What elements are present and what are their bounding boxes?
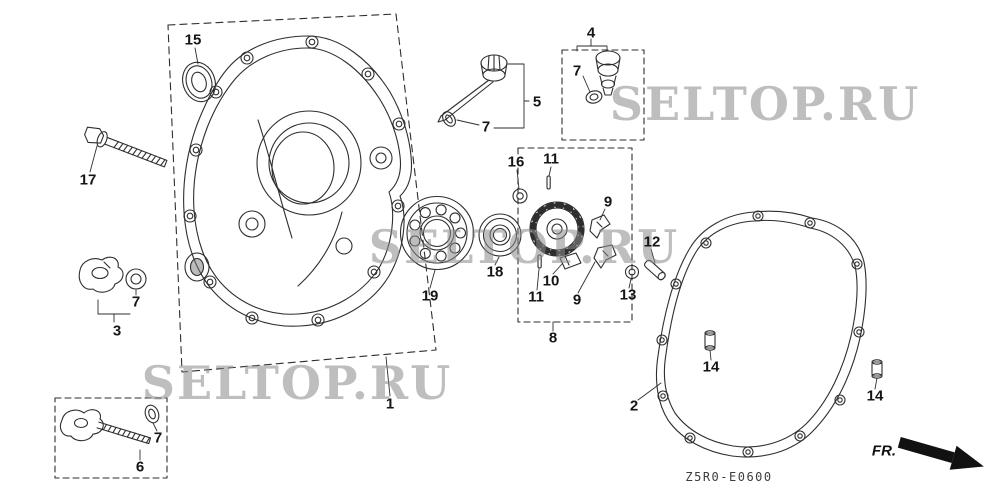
shaft-washer	[624, 264, 640, 280]
callout-7-drain-washer: 7	[153, 429, 163, 447]
callout-14-left: 14	[702, 358, 720, 376]
callout-9-lower: 9	[572, 291, 582, 309]
governor-weight-lower	[593, 244, 617, 269]
dowel-pin-left	[704, 330, 716, 351]
callout-10: 10	[542, 272, 560, 290]
crankcase-cover	[183, 35, 413, 327]
diagram-code: Z5R0-E0600	[685, 470, 773, 484]
group-box-cover	[167, 13, 437, 373]
oil-filler-cap	[595, 50, 621, 96]
callout-4: 4	[586, 24, 596, 42]
callout-14-right: 14	[866, 387, 884, 405]
governor-gear	[529, 201, 585, 257]
callout-3: 3	[112, 322, 122, 340]
callout-18: 18	[486, 263, 504, 281]
oil-filler-cap-washer	[585, 90, 603, 104]
callout-17: 17	[79, 171, 97, 189]
callout-13: 13	[619, 286, 637, 304]
oil-seal	[182, 61, 216, 103]
callout-7-cap-washer: 7	[131, 293, 141, 311]
front-direction-arrow-icon	[897, 436, 984, 470]
gasket-bolt-holes	[656, 210, 865, 458]
callout-2: 2	[629, 397, 639, 415]
governor-pin-lower	[537, 254, 542, 269]
watermark: SELTOP.RU	[609, 77, 921, 131]
callout-12: 12	[643, 233, 661, 251]
callout-8: 8	[548, 329, 558, 347]
callout-7-filler-washer: 7	[572, 62, 582, 80]
radial-bearing	[478, 213, 522, 257]
wing-cap-washer	[125, 268, 147, 290]
front-direction-label: FR.	[871, 442, 897, 460]
callout-9-upper: 9	[603, 193, 613, 211]
callout-19: 19	[421, 287, 439, 305]
watermark: SELTOP.RU	[141, 356, 453, 410]
drain-bolt	[59, 409, 152, 445]
drain-bolt-washer	[144, 404, 160, 424]
wing-cap	[78, 256, 124, 293]
callout-7-dipstick-washer: 7	[481, 118, 491, 136]
watermark: SELTOP.RU	[368, 220, 680, 274]
cover-gasket	[655, 210, 867, 458]
leader-lines	[89, 38, 878, 461]
ball-bearing	[399, 195, 475, 271]
callout-1: 1	[385, 395, 395, 413]
cover-bolt-holes	[183, 35, 406, 327]
governor-shaft-pin	[644, 259, 666, 281]
group-box-drain-bolt	[54, 397, 168, 479]
governor-pin-upper	[546, 175, 551, 190]
thrust-washer	[512, 188, 528, 204]
callout-5: 5	[532, 93, 542, 111]
callout-11-upper: 11	[543, 150, 559, 168]
callout-11-lower: 11	[528, 288, 544, 306]
dowel-pin-right	[871, 359, 883, 379]
group-box-filler-cap	[561, 49, 645, 141]
dipstick-washer	[442, 111, 456, 127]
callout-16: 16	[507, 153, 525, 171]
callout-6: 6	[135, 458, 145, 476]
governor-holder	[559, 252, 582, 270]
dipstick	[437, 54, 508, 123]
flange-bolt	[84, 126, 168, 168]
callout-15: 15	[184, 31, 202, 49]
group-box-governor	[517, 147, 633, 323]
governor-weight-upper	[589, 214, 611, 239]
